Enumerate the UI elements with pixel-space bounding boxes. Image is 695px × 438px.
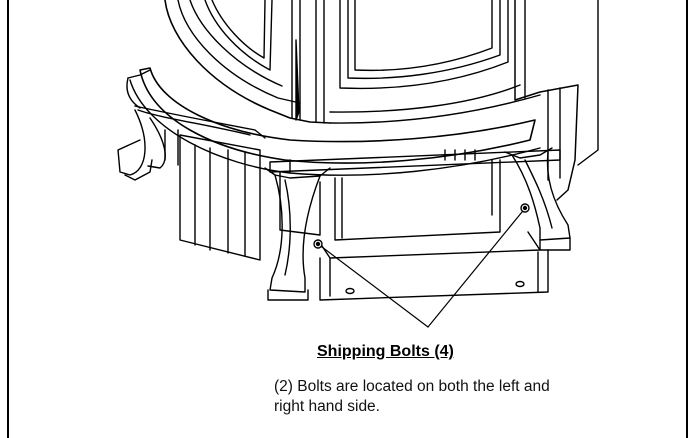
stove-front-leg-right xyxy=(504,147,571,251)
stove-pedestal xyxy=(179,134,561,261)
stove-door xyxy=(164,0,541,124)
stove-front-leg-left xyxy=(264,167,331,301)
bolt-left xyxy=(313,239,323,249)
shipping-bracket xyxy=(317,231,549,301)
stove-side-panel xyxy=(514,0,599,201)
bolt-right xyxy=(520,203,530,213)
callout-title: Shipping Bolts (4) xyxy=(317,343,454,360)
stove-rear-leg-left xyxy=(117,109,179,181)
figure-frame xyxy=(7,0,688,438)
callout-description: (2) Bolts are located on both the left a… xyxy=(274,378,550,415)
callout-lines xyxy=(321,211,523,328)
